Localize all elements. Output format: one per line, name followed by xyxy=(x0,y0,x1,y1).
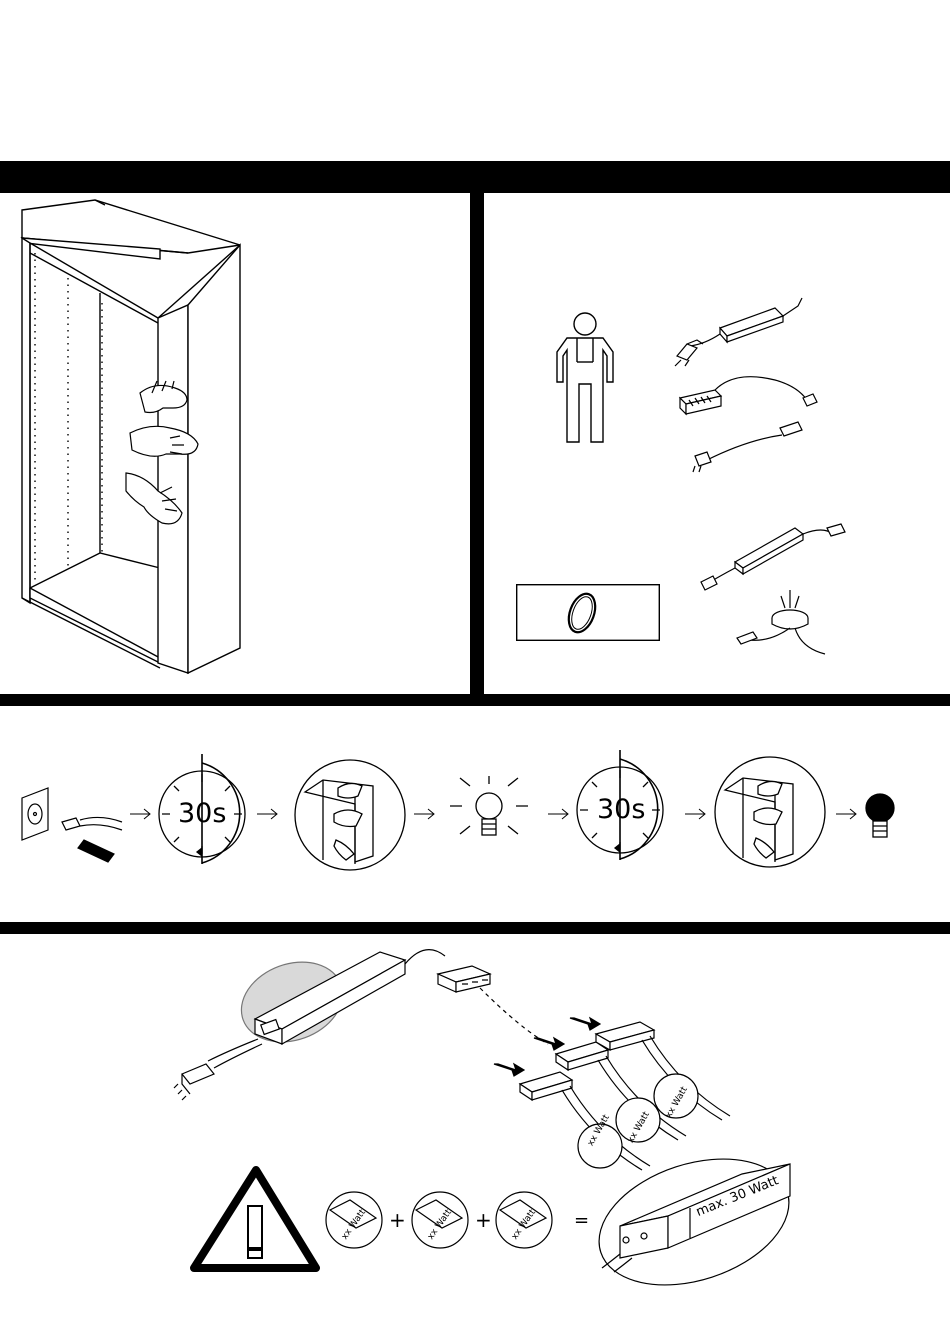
section-bar-middle xyxy=(0,694,950,706)
lightbulb-off-icon xyxy=(866,794,894,837)
timer-label-2: 30s xyxy=(597,794,645,825)
timer-label-1: 30s xyxy=(178,798,226,829)
plus-sign-1: + xyxy=(389,1208,406,1232)
wall-socket-icon xyxy=(22,788,122,862)
wiring-diagram xyxy=(0,934,950,1344)
cabinet-touch-icon-2 xyxy=(715,757,825,867)
section-bar-bottom xyxy=(0,922,950,934)
step-sequence xyxy=(0,706,950,922)
section-divider-vertical xyxy=(470,193,484,695)
power-components xyxy=(665,288,815,478)
o-ring-box xyxy=(516,584,660,641)
equals-sign: = xyxy=(574,1210,589,1231)
worker-figure xyxy=(555,312,615,452)
wardrobe-illustration xyxy=(0,193,470,693)
cabinet-touch-icon xyxy=(295,760,405,870)
lightbulb-on-icon xyxy=(450,776,528,835)
section-bar-top xyxy=(0,161,950,193)
plus-sign-2: + xyxy=(475,1208,492,1232)
led-driver-and-spot xyxy=(695,520,860,680)
